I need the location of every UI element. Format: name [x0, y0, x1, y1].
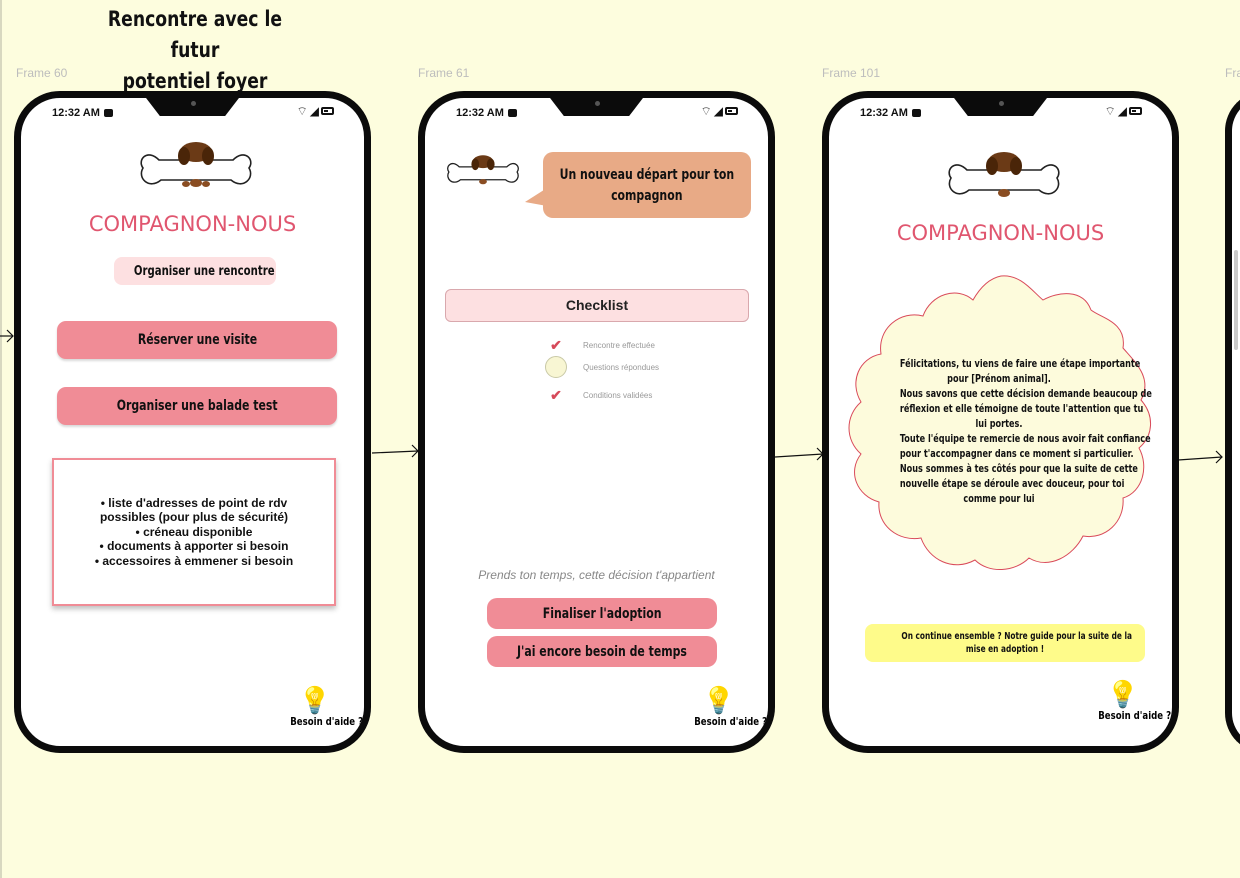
signal-icon: ◢	[309, 104, 321, 118]
battery-icon	[1129, 107, 1142, 115]
flow-arrow-icon	[1178, 450, 1223, 464]
finalize-adoption-label: Finaliser l'adoption	[542, 606, 662, 622]
message-line: Félicitations, tu viens de faire une éta…	[899, 357, 1141, 370]
status-icons: ⌔◢	[296, 104, 334, 119]
wifi-icon: ⌔	[296, 104, 310, 118]
signal-icon: ◢	[1117, 104, 1129, 118]
chat-icon	[103, 109, 113, 117]
info-item: documents à apporter si besoin	[95, 539, 293, 554]
phone-notch	[144, 98, 241, 116]
help-label: Besoin d'aide ?	[1098, 709, 1172, 722]
info-item: accessoires à emmener si besoin	[95, 554, 293, 569]
wifi-icon: ⌔	[1104, 104, 1118, 118]
chat-icon	[911, 109, 921, 117]
speech-bubble-tail	[525, 188, 547, 206]
banner-line-2: mise en adoption !	[965, 644, 1045, 655]
phone-frame-60: 12:32 AM ⌔◢ COMPAGNON-NOUS Organiser une…	[14, 91, 371, 753]
status-icons: ⌔◢	[700, 104, 738, 119]
info-item: créneau disponible	[95, 525, 293, 540]
phone-frame-next-partial	[1225, 91, 1240, 753]
brand-title: COMPAGNON-NOUS	[896, 221, 1105, 245]
canvas-title-line-2: potentiel foyer	[122, 69, 268, 93]
message-line: comme pour lui	[963, 492, 1035, 505]
lightbulb-icon: 💡	[1106, 679, 1140, 709]
message-line: Nous savons que cette décision demande b…	[899, 387, 1152, 400]
message-line: lui portes.	[975, 417, 1023, 430]
reassurance-note: Prends ton temps, cette décision t'appar…	[478, 568, 715, 582]
checkmark-icon: ✔	[550, 387, 562, 403]
section-label-text: Organiser une rencontre	[133, 264, 275, 279]
message-line: Nous sommes à tes côtés pour que la suit…	[899, 462, 1138, 475]
flow-arrow-icon	[372, 444, 419, 458]
incoming-arrow-icon	[0, 329, 14, 343]
lightbulb-icon: 💡	[702, 685, 736, 715]
phone-frame-101: 12:32 AM ⌔◢ COMPAGNON-NOUS Félicitations…	[822, 91, 1179, 753]
info-box: liste d'adresses de point de rdvpossible…	[52, 458, 336, 606]
need-time-label: J'ai encore besoin de temps	[517, 644, 687, 660]
checkmark-icon: ✔	[550, 337, 562, 353]
message-line: nouvelle étape se déroule avec douceur, …	[899, 477, 1125, 490]
status-time: 12:32 AM	[860, 107, 921, 119]
frame-label-101[interactable]: Frame 101	[822, 66, 881, 80]
pending-circle-icon	[545, 356, 567, 378]
congrats-message: Félicitations, tu viens de faire une éta…	[865, 356, 1152, 506]
flow-arrow-icon	[775, 447, 824, 461]
message-line: pour t'accompagner dans ce moment si par…	[899, 447, 1134, 460]
reserve-visit-button[interactable]: Réserver une visite	[57, 321, 337, 359]
checklist-item-label: Rencontre effectuée	[583, 341, 655, 350]
message-line: Toute l'équipe te remercie de nous avoir…	[899, 432, 1151, 445]
status-time: 12:32 AM	[52, 107, 113, 119]
battery-icon	[321, 107, 334, 115]
wifi-icon: ⌔	[700, 104, 714, 118]
organize-walk-button[interactable]: Organiser une balade test	[57, 387, 337, 425]
bubble-line-1: Un nouveau départ pour ton	[559, 167, 735, 183]
bubble-line-2: compagnon	[611, 188, 683, 204]
speech-bubble: Un nouveau départ pour ton compagnon	[543, 152, 751, 218]
info-item: liste d'adresses de point de rdvpossible…	[95, 496, 293, 525]
checklist-item[interactable]: ✔ Rencontre effectuée	[545, 337, 655, 354]
canvas-title: Rencontre avec le futur potentiel foyer	[84, 4, 305, 97]
signal-icon: ◢	[713, 104, 725, 118]
checklist-item[interactable]: ✔ Conditions validées	[545, 387, 652, 404]
help-button[interactable]: 💡 Besoin d'aide ?	[684, 685, 768, 728]
status-icons: ⌔◢	[1104, 104, 1142, 119]
checklist-title: Checklist	[445, 289, 749, 322]
phone-notch	[548, 98, 645, 116]
section-label: Organiser une rencontre	[114, 257, 276, 285]
info-item-continued: possibles (pour plus de sécurité)	[99, 510, 289, 525]
reserve-visit-label: Réserver une visite	[137, 332, 257, 348]
continue-guide-banner[interactable]: On continue ensemble ? Notre guide pour …	[865, 624, 1145, 662]
bone-dog-logo-icon	[140, 142, 252, 187]
vertical-scrollbar[interactable]	[1234, 250, 1238, 350]
status-time: 12:32 AM	[456, 107, 517, 119]
brand-title: COMPAGNON-NOUS	[88, 212, 297, 236]
bone-dog-logo-icon	[948, 152, 1060, 197]
banner-line-1: On continue ensemble ? Notre guide pour …	[901, 631, 1133, 642]
info-list: liste d'adresses de point de rdvpossible…	[95, 496, 293, 569]
bone-dog-logo-icon	[447, 155, 519, 185]
lightbulb-icon: 💡	[298, 685, 332, 715]
frame-label-61[interactable]: Frame 61	[418, 66, 470, 80]
battery-icon	[725, 107, 738, 115]
finalize-adoption-button[interactable]: Finaliser l'adoption	[487, 598, 717, 629]
chat-icon	[507, 109, 517, 117]
canvas-title-line-1: Rencontre avec le futur	[107, 7, 283, 62]
checklist-item[interactable]: Questions répondues	[545, 356, 659, 378]
frame-label-60[interactable]: Frame 60	[16, 66, 68, 80]
scalloped-cloud-shape	[848, 275, 1151, 571]
organize-walk-label: Organiser une balade test	[116, 398, 278, 414]
message-line: pour [Prénom animal].	[947, 372, 1051, 385]
phone-frame-61: 12:32 AM ⌔◢ Un nouveau départ pour ton c…	[418, 91, 775, 753]
message-line: réflexion et elle témoigne de toute l'at…	[899, 402, 1144, 415]
checklist-item-label: Questions répondues	[583, 362, 660, 372]
need-time-button[interactable]: J'ai encore besoin de temps	[487, 636, 717, 667]
help-label: Besoin d'aide ?	[694, 715, 768, 728]
checklist-item-label: Conditions validées	[583, 391, 653, 400]
frame-label-next[interactable]: Fra	[1225, 66, 1240, 80]
help-button[interactable]: 💡 Besoin d'aide ?	[1088, 679, 1172, 722]
canvas-edge	[0, 0, 2, 878]
phone-notch	[952, 98, 1049, 116]
help-button[interactable]: 💡 Besoin d'aide ?	[280, 685, 364, 728]
help-label: Besoin d'aide ?	[290, 715, 364, 728]
